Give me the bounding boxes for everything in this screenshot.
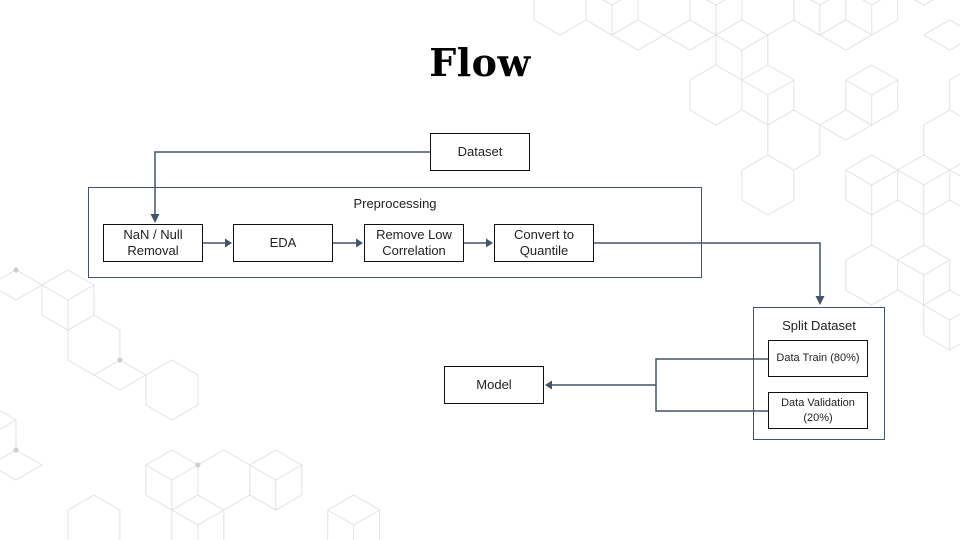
node-dataset: Dataset xyxy=(430,133,530,171)
pattern-lines xyxy=(0,269,381,540)
node-data-validation: Data Validation (20%) xyxy=(768,392,868,429)
node-data-train-label: Data Train (80%) xyxy=(776,352,860,365)
node-dataset-label: Dataset xyxy=(457,143,503,159)
node-data-validation-label: Data Validation (20%) xyxy=(781,397,855,424)
node-nan-null-removal: NaN / Null Removal xyxy=(103,224,203,262)
pattern-dot xyxy=(117,357,123,363)
node-eda-label: EDA xyxy=(269,234,297,250)
node-convert-to-quantile-label: Convert to Quantile xyxy=(514,226,574,258)
page-title: Flow xyxy=(429,40,531,85)
pattern-dot xyxy=(13,267,19,273)
node-convert-to-quantile: Convert to Quantile xyxy=(494,224,594,262)
node-data-train: Data Train (80%) xyxy=(768,340,868,377)
split-dataset-container-label: Split Dataset xyxy=(782,318,856,333)
pattern-dot xyxy=(13,447,19,453)
node-remove-low-correlation-label: Remove Low Correlation xyxy=(376,226,452,258)
pattern-lines xyxy=(533,0,960,351)
node-eda: EDA xyxy=(233,224,333,262)
node-nan-null-removal-label: NaN / Null Removal xyxy=(123,226,183,258)
preprocessing-container-label: Preprocessing xyxy=(353,196,437,211)
node-model-label: Model xyxy=(476,376,512,392)
pattern-dot xyxy=(195,462,201,468)
node-remove-low-correlation: Remove Low Correlation xyxy=(364,224,464,262)
node-model: Model xyxy=(444,366,544,404)
